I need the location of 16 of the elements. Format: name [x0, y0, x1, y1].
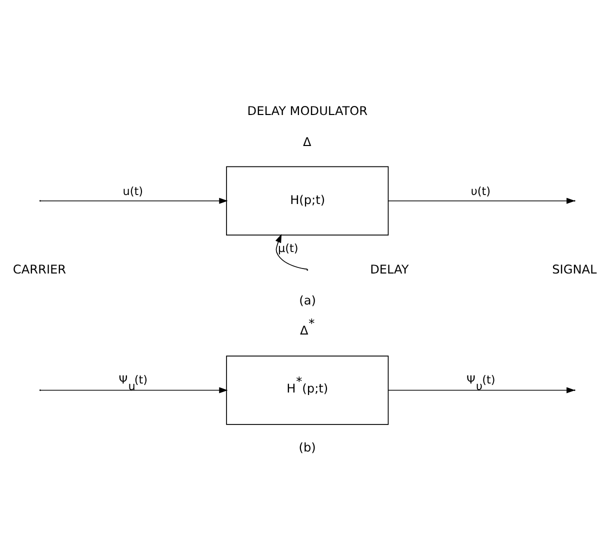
label: (b): [298, 440, 316, 454]
label: (a): [299, 292, 316, 307]
label: SIGNAL: [552, 262, 597, 276]
node-label: DELAY MODULATOR: [247, 104, 368, 118]
edge-label: u(t): [122, 184, 143, 198]
arrow: [275, 233, 308, 270]
arrow: [40, 197, 228, 204]
node-label: Δ: [303, 134, 312, 149]
edge-label: μ(t): [278, 241, 298, 254]
label: CARRIER: [12, 262, 66, 276]
arrow: [388, 386, 576, 393]
node-box: H(p;t): [226, 166, 389, 235]
arrow: [40, 386, 228, 393]
edge-label: υ(t): [470, 184, 491, 198]
label: DELAY: [370, 262, 409, 276]
arrow: [388, 197, 576, 204]
